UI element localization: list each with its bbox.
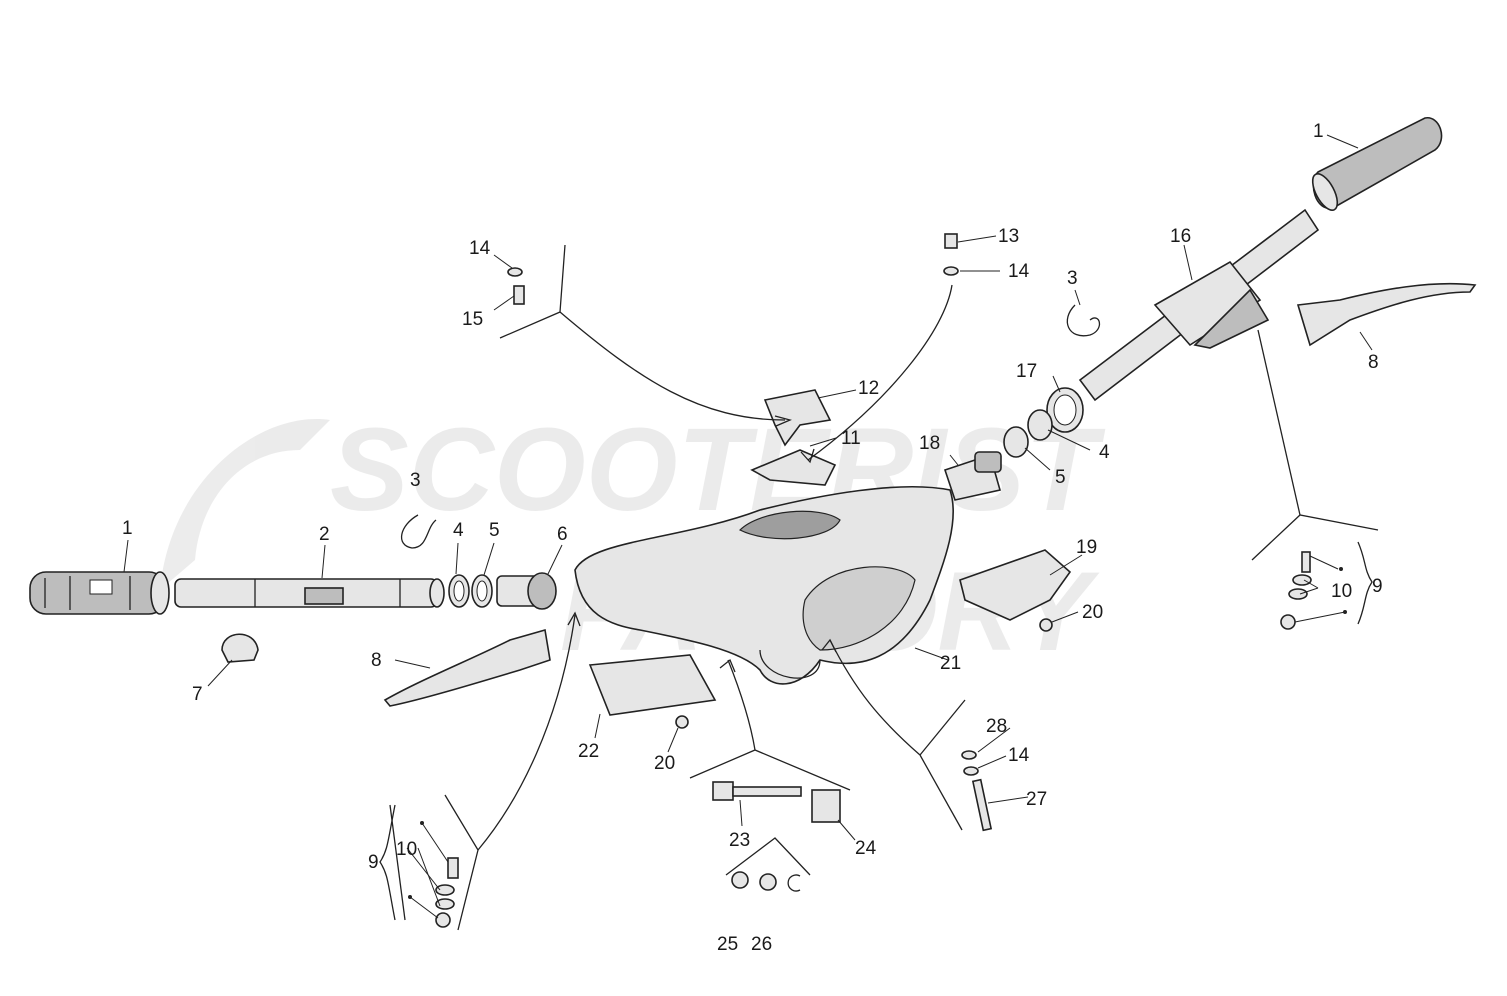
part-right-guide-18 bbox=[943, 451, 1002, 501]
label-7: 7 bbox=[192, 684, 203, 705]
part-washer-26b bbox=[787, 874, 801, 892]
label-12: 12 bbox=[858, 378, 879, 399]
part-plate-11 bbox=[750, 449, 837, 486]
label-14-top: 14 bbox=[469, 238, 491, 259]
label-1-left: 1 bbox=[122, 518, 133, 539]
part-washer-25 bbox=[731, 871, 749, 889]
part-washer-14-top bbox=[507, 267, 523, 277]
part-bolt-27 bbox=[971, 778, 993, 832]
part-right-grip bbox=[1311, 117, 1443, 211]
part-throttle-tube bbox=[174, 578, 445, 608]
part-right-tube-16 bbox=[1078, 208, 1320, 402]
part-screw-20-left bbox=[675, 715, 689, 729]
callout-labels: 1 2 3 4 5 6 7 8 9 10 11 12 13 14 14 14 1… bbox=[122, 121, 1383, 955]
part-bolt-23 bbox=[712, 781, 802, 801]
part-nut-24 bbox=[811, 789, 841, 823]
label-9-left: 9 bbox=[368, 852, 379, 873]
part-right-washer-10b bbox=[1288, 588, 1308, 600]
part-left-lever bbox=[383, 628, 551, 707]
label-4-right: 4 bbox=[1099, 442, 1110, 463]
label-19: 19 bbox=[1076, 537, 1097, 558]
label-26: 26 bbox=[751, 934, 772, 955]
part-right-washer-4 bbox=[1027, 409, 1053, 441]
part-screw-13 bbox=[944, 233, 958, 249]
label-14-low: 14 bbox=[1008, 745, 1030, 766]
label-20-right: 20 bbox=[1082, 602, 1103, 623]
part-washer-14-mid bbox=[943, 266, 959, 276]
label-4-left: 4 bbox=[453, 520, 464, 541]
label-13: 13 bbox=[998, 226, 1019, 247]
part-washer-14-low bbox=[963, 766, 979, 776]
part-right-spring-clip bbox=[1066, 304, 1101, 337]
label-21: 21 bbox=[940, 653, 961, 674]
label-15: 15 bbox=[462, 309, 483, 330]
label-11: 11 bbox=[841, 428, 861, 449]
part-left-guide bbox=[496, 572, 557, 610]
label-25: 25 bbox=[717, 934, 738, 955]
leader-lines bbox=[123, 134, 1379, 931]
part-right-lever bbox=[1296, 282, 1477, 347]
label-20-left: 20 bbox=[654, 753, 675, 774]
label-3-right: 3 bbox=[1067, 268, 1078, 289]
label-2: 2 bbox=[319, 524, 330, 545]
label-8-right: 8 bbox=[1368, 352, 1379, 373]
label-8-left: 8 bbox=[371, 650, 382, 671]
part-bracket-12 bbox=[763, 389, 832, 447]
part-washer-28 bbox=[961, 750, 977, 760]
label-23: 23 bbox=[729, 830, 750, 851]
part-right-nut bbox=[1280, 614, 1296, 630]
label-1-right: 1 bbox=[1313, 121, 1324, 142]
part-washer-26a bbox=[759, 873, 777, 891]
part-left-spring-clip bbox=[401, 514, 437, 549]
label-28: 28 bbox=[986, 716, 1007, 737]
part-cover-plate-19 bbox=[959, 549, 1072, 621]
label-17: 17 bbox=[1016, 361, 1037, 382]
label-24: 24 bbox=[855, 838, 877, 859]
label-5-left: 5 bbox=[489, 520, 500, 541]
label-22: 22 bbox=[578, 741, 599, 762]
part-screw-15 bbox=[513, 285, 525, 305]
part-handlebar-casing bbox=[574, 485, 954, 685]
part-left-bolt-9 bbox=[447, 857, 459, 879]
label-14-mid: 14 bbox=[1008, 261, 1030, 282]
part-left-washer-10a bbox=[435, 884, 455, 896]
part-left-clamp bbox=[221, 633, 259, 663]
part-right-washer-5 bbox=[1003, 426, 1029, 458]
part-screw-20-right bbox=[1039, 618, 1053, 632]
label-16: 16 bbox=[1170, 226, 1191, 247]
part-left-washer-10b bbox=[435, 898, 455, 910]
part-left-grip bbox=[29, 571, 170, 615]
label-3-left: 3 bbox=[410, 470, 421, 491]
label-9-right: 9 bbox=[1372, 576, 1383, 597]
part-right-bolt-9 bbox=[1301, 551, 1311, 573]
label-5-right: 5 bbox=[1055, 467, 1066, 488]
part-left-nut bbox=[435, 912, 451, 928]
label-27: 27 bbox=[1026, 789, 1047, 810]
watermark: SCOOTERIST FACTORY bbox=[160, 404, 1106, 674]
label-18: 18 bbox=[919, 433, 940, 454]
label-10-right: 10 bbox=[1331, 581, 1352, 602]
label-10-left: 10 bbox=[396, 839, 417, 860]
label-6: 6 bbox=[557, 524, 568, 545]
part-cover-plate-22 bbox=[588, 654, 717, 716]
part-right-washer-10a bbox=[1292, 574, 1312, 586]
watermark-swoosh-icon bbox=[160, 419, 330, 590]
